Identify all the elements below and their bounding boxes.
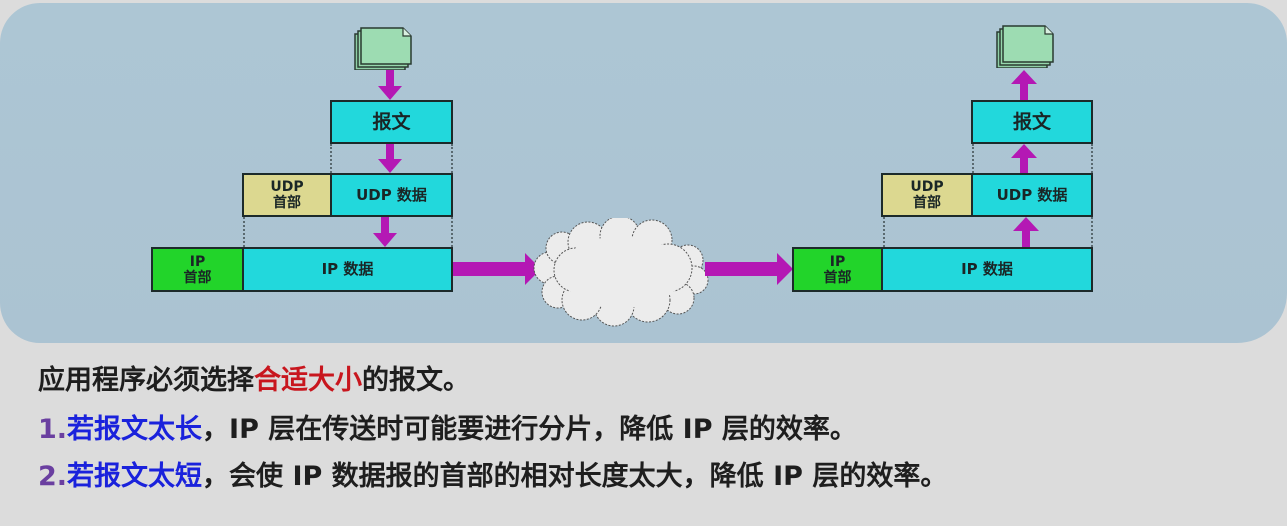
line2-text: ，IP 层在传送时可能要进行分片，降低 IP 层的效率。 [202,414,857,445]
receiver-ip-header-box: IP 首部 [792,247,883,292]
line1-highlight: 合适大小 [254,365,362,396]
receiver-ip-data-label: IP 数据 [961,260,1013,278]
dotted-guide [883,217,885,247]
udp-header-label-line2: 首部 [273,195,301,211]
list-number-2: 2. [38,461,68,492]
arrow-up-icon [1011,144,1037,173]
receiver-ip-data-box: IP 数据 [881,247,1093,292]
sender-message-box: 报文 [330,100,453,144]
receiver-message-box: 报文 [971,100,1093,144]
receiver-udp-data-label: UDP 数据 [996,185,1068,204]
document-icon [996,25,1054,68]
sender-ip-data-box: IP 数据 [242,247,453,292]
udp-header-label-line1: UDP [910,179,944,195]
dotted-guide [451,217,453,247]
sender-udp-header-box: UDP 首部 [242,173,332,217]
ip-header-label-line2: 首部 [183,269,212,286]
ip-header-label-line1: IP [829,253,846,270]
udp-header-label-line1: UDP [270,179,304,195]
dotted-guide [451,144,453,173]
arrow-right-icon [705,253,793,285]
arrow-up-icon [1011,70,1037,100]
cloud-icon [533,218,709,327]
sender-udp-data-box: UDP 数据 [330,173,453,217]
udp-header-label-line2: 首部 [913,195,941,211]
document-icon [354,27,412,70]
line3-text: ，会使 IP 数据报的首部的相对长度太大，降低 IP 层的效率。 [202,461,948,492]
dotted-guide [243,217,245,247]
arrow-down-icon [378,70,402,100]
arrow-down-icon [373,217,397,247]
dotted-guide [330,144,332,173]
sender-ip-header-box: IP 首部 [151,247,244,292]
explanation-text: 应用程序必须选择合适大小的报文。 1.若报文太长，IP 层在传送时可能要进行分片… [38,356,1278,500]
line1-text-end: 的报文。 [362,365,470,396]
dotted-guide [1091,217,1093,247]
explanation-line-2: 1.若报文太长，IP 层在传送时可能要进行分片，降低 IP 层的效率。 [38,406,1278,453]
sender-message-label: 报文 [372,110,411,133]
arrow-down-icon [378,144,402,173]
dotted-guide [1091,144,1093,173]
receiver-udp-header-box: UDP 首部 [881,173,973,217]
ip-header-label-line1: IP [189,253,206,270]
dotted-guide [972,144,974,173]
receiver-message-label: 报文 [1012,110,1051,133]
receiver-udp-data-box: UDP 数据 [971,173,1093,217]
ip-header-label-line2: 首部 [823,269,852,286]
sender-ip-data-label: IP 数据 [321,260,374,278]
arrow-up-icon [1013,217,1039,247]
sender-udp-data-label: UDP 数据 [356,185,427,204]
line2-highlight: 若报文太长 [67,414,203,445]
explanation-line-1: 应用程序必须选择合适大小的报文。 [38,356,1278,406]
explanation-line-3: 2.若报文太短，会使 IP 数据报的首部的相对长度太大，降低 IP 层的效率。 [38,453,1278,500]
line3-highlight: 若报文太短 [67,461,203,492]
line1-text: 应用程序必须选择 [38,365,254,396]
list-number-1: 1. [38,414,68,445]
arrow-right-icon [453,253,541,285]
